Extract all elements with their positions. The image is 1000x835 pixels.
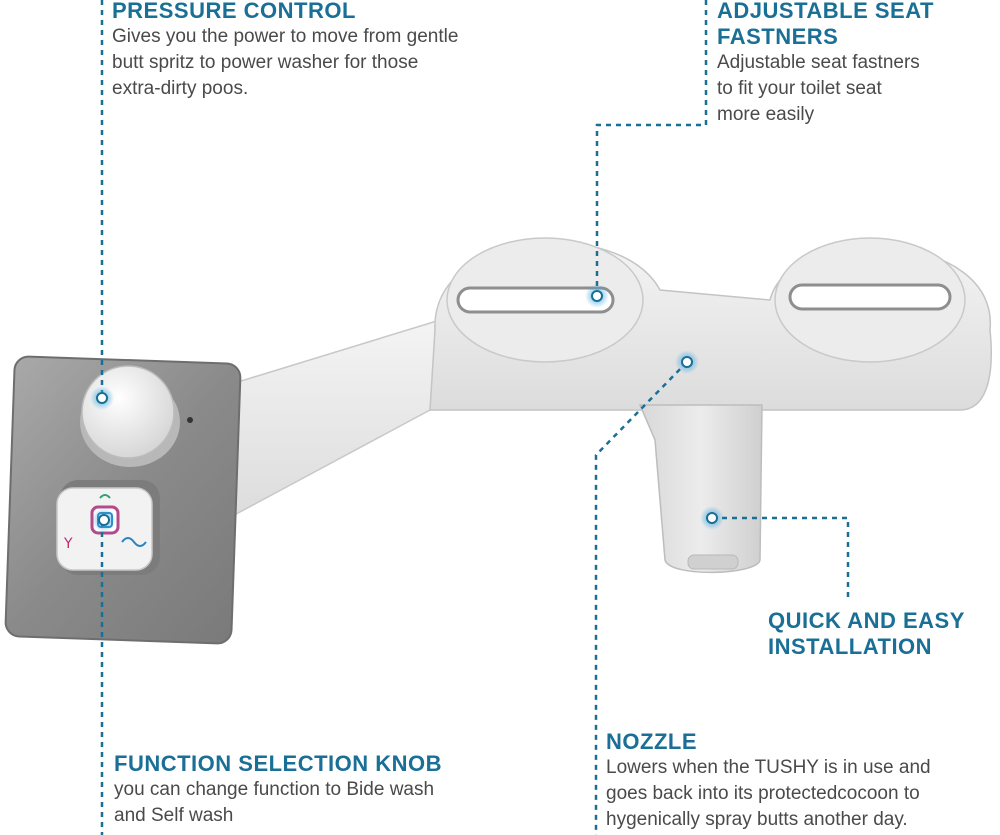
- callout-adjustable-seat: ADJUSTABLE SEAT FASTNERS Adjustable seat…: [717, 0, 997, 128]
- leader-lines: [100, 0, 850, 835]
- callout-title: QUICK AND EASY INSTALLATION: [768, 608, 965, 659]
- callout-title: NOZZLE: [606, 729, 697, 754]
- callout-quick-installation: QUICK AND EASY INSTALLATION: [768, 608, 998, 660]
- svg-text:Y: Y: [63, 536, 73, 552]
- callout-title: PRESSURE CONTROL: [112, 0, 356, 23]
- callout-title: ADJUSTABLE SEAT FASTNERS: [717, 0, 934, 49]
- nozzle-housing: [638, 404, 763, 574]
- leader-install: [712, 516, 850, 600]
- seat-slot-left: [456, 286, 615, 314]
- nozzle-tip: [687, 554, 739, 570]
- marker-pressure-dot: [90, 386, 114, 410]
- marker-function-dot: [92, 508, 116, 532]
- callout-function-selection: FUNCTION SELECTION KNOB you can change f…: [114, 751, 534, 829]
- marker-nozzle-dot: [675, 350, 699, 374]
- callout-description: Lowers when the TUSHY is in use and goes…: [606, 757, 931, 830]
- callout-pressure-control: PRESSURE CONTROL Gives you the power to …: [112, 0, 552, 102]
- marker-seat-dot: [585, 284, 609, 308]
- leader-seat: [595, 0, 708, 296]
- seat-slot-right: [788, 283, 952, 311]
- callout-title: FUNCTION SELECTION KNOB: [114, 751, 443, 776]
- callout-description: Gives you the power to move from gentle …: [112, 26, 459, 99]
- callout-description: you can change function to Bide wash and…: [114, 779, 435, 826]
- marker-install-dot: [700, 506, 724, 530]
- callout-description: Adjustable seat fastners to fit your toi…: [717, 52, 920, 125]
- callout-nozzle: NOZZLE Lowers when the TUSHY is in use a…: [606, 729, 998, 833]
- leader-nozzle: [594, 361, 688, 835]
